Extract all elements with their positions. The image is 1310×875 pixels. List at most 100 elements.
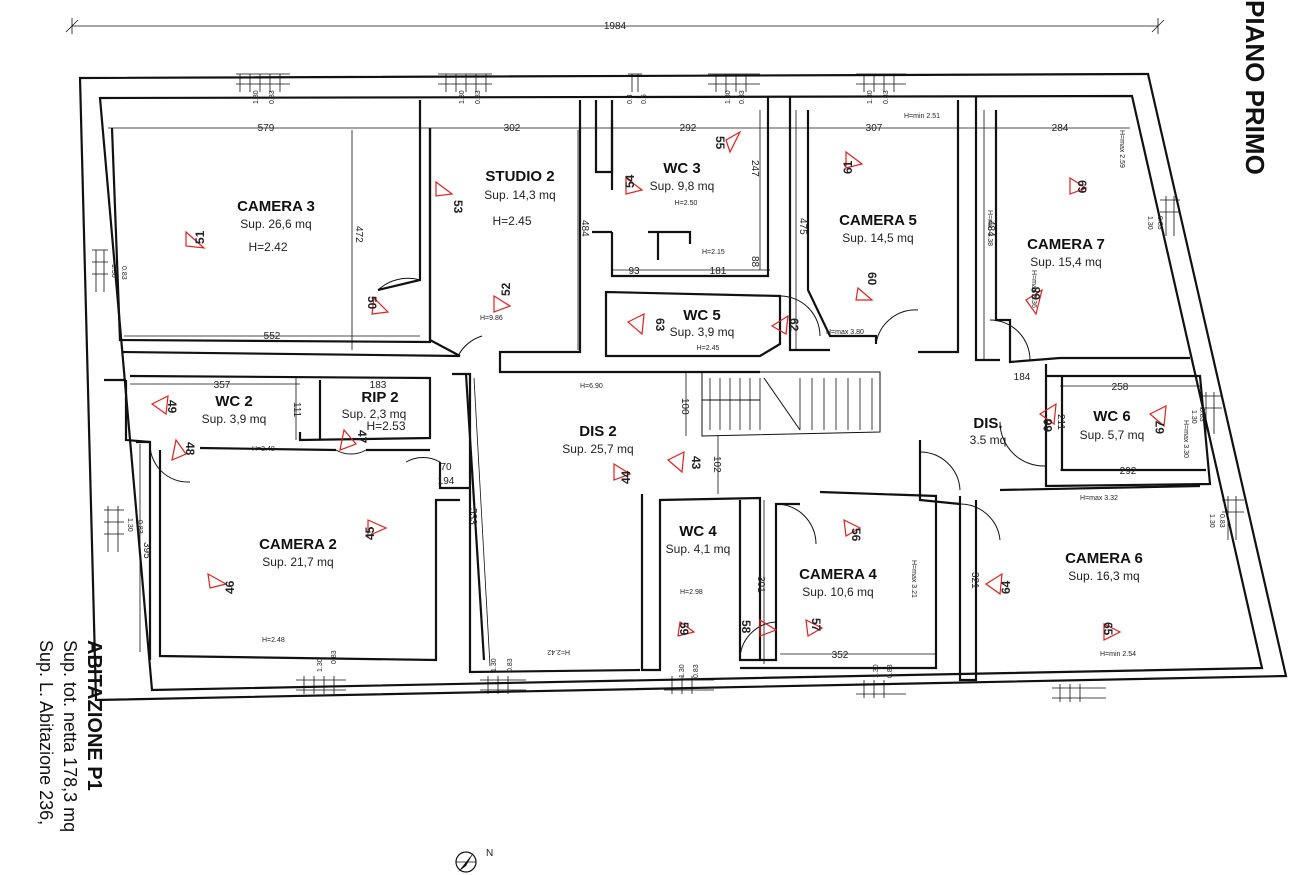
dwelling-gross-area: Sup. L. Abitazione 236, (36, 640, 56, 825)
photo-point-65: 65 (1101, 622, 1115, 636)
svg-text:102: 102 (711, 456, 722, 473)
dimension-values: 579 302 292 307 284 472 484 475 484 552 … (141, 123, 1137, 661)
svg-text:H=6.90: H=6.90 (580, 383, 603, 390)
svg-text:1.30: 1.30 (110, 264, 117, 278)
room-labels: CAMERA 3 Sup. 26,6 mq H=2.42 STUDIO 2 Su… (202, 160, 1145, 599)
room-camera-6: CAMERA 6 Sup. 16,3 mq (1065, 550, 1143, 583)
svg-text:H=2.53: H=2.53 (366, 419, 405, 433)
svg-text:552: 552 (264, 331, 281, 342)
svg-text:247: 247 (749, 160, 760, 177)
svg-text:88: 88 (749, 256, 760, 268)
photo-point-46: 46 (223, 580, 237, 594)
plan-title: PIANO PRIMO (1240, 0, 1270, 175)
svg-text:1.30: 1.30 (1146, 216, 1153, 230)
overall-dimension-label: 1984 (604, 21, 627, 32)
svg-text:Sup. 14,5 mq: Sup. 14,5 mq (842, 231, 913, 245)
photo-point-64: 64 (999, 580, 1013, 594)
svg-text:H=2.98: H=2.98 (680, 589, 703, 596)
svg-text:H=min 2.54: H=min 2.54 (1100, 651, 1136, 658)
room-wc-2: WC 2 Sup. 3,9 mq (202, 393, 267, 426)
svg-text:181: 181 (710, 266, 727, 277)
photo-point-57: 57 (809, 618, 823, 632)
svg-text:1.30: 1.30 (1190, 410, 1197, 424)
photo-point-50: 50 (365, 296, 379, 310)
svg-text:WC 3: WC 3 (663, 160, 701, 177)
svg-text:1.30: 1.30 (1208, 514, 1215, 528)
svg-text:352: 352 (832, 650, 849, 661)
svg-text:H=min 2.51: H=min 2.51 (904, 113, 940, 120)
svg-text:1.30: 1.30 (459, 90, 466, 104)
svg-text:WC 6: WC 6 (1093, 408, 1131, 425)
svg-text:321: 321 (969, 572, 980, 589)
dimension-lines (108, 110, 1200, 676)
svg-text:Sup. 15,4 mq: Sup. 15,4 mq (1030, 255, 1101, 269)
svg-text:0.83: 0.83 (269, 90, 276, 104)
svg-text:H=2.45: H=2.45 (697, 345, 720, 352)
svg-text:H=max 3.80: H=max 3.80 (826, 329, 864, 336)
svg-text:1.30: 1.30 (317, 658, 324, 672)
svg-text:533: 533 (467, 508, 478, 525)
room-dis: DIS. 3.5 mq (970, 415, 1007, 447)
svg-text:Sup. 14,3 mq: Sup. 14,3 mq (484, 188, 555, 202)
svg-text:1.30: 1.30 (126, 518, 133, 532)
svg-text:0.83: 0.83 (1218, 514, 1225, 528)
room-dis-2: DIS 2 Sup. 25,7 mq (562, 423, 633, 456)
room-wc-3: WC 3 Sup. 9,8 mq H=2.50 (650, 160, 715, 207)
svg-text:0.5: 0.5 (641, 94, 648, 104)
svg-text:184: 184 (1014, 372, 1031, 383)
svg-text:475: 475 (797, 218, 808, 235)
window-labels: 1.30 0.83 1.30 0.83 0.4 0.5 1.30 0.83 1.… (110, 90, 1225, 678)
svg-text:H=max 3.32: H=max 3.32 (1080, 495, 1118, 502)
svg-text:3.5 mq: 3.5 mq (970, 433, 1007, 447)
photo-point-68: 68 (1029, 286, 1043, 300)
svg-text:301: 301 (755, 576, 766, 593)
photo-point-63: 63 (653, 318, 667, 332)
svg-text:302: 302 (504, 123, 521, 134)
photo-point-54: 54 (623, 174, 637, 188)
svg-text:70: 70 (440, 462, 452, 473)
svg-text:0.83: 0.83 (475, 90, 482, 104)
svg-text:CAMERA 3: CAMERA 3 (237, 198, 315, 215)
svg-text:0.83: 0.83 (739, 90, 746, 104)
room-camera-4: CAMERA 4 Sup. 10,6 mq (799, 566, 877, 599)
svg-text:484: 484 (579, 220, 590, 237)
svg-text:292: 292 (1120, 466, 1137, 477)
svg-text:RIP 2: RIP 2 (361, 389, 398, 406)
svg-text:0.83: 0.83 (331, 650, 338, 664)
photo-point-60: 60 (865, 272, 879, 286)
svg-text:0.83: 0.83 (136, 520, 143, 534)
svg-text:194: 194 (438, 476, 455, 487)
svg-text:0.83: 0.83 (887, 664, 894, 678)
svg-text:CAMERA 5: CAMERA 5 (839, 212, 917, 229)
svg-text:579: 579 (258, 123, 275, 134)
room-studio-2: STUDIO 2 Sup. 14,3 mq H=2.45 (484, 168, 555, 228)
svg-text:Sup. 26,6 mq: Sup. 26,6 mq (240, 217, 311, 231)
svg-text:1.30: 1.30 (873, 664, 880, 678)
dwelling-name: ABITAZIONE P1 (83, 640, 105, 791)
svg-text:Sup. 3,9 mq: Sup. 3,9 mq (202, 412, 267, 426)
svg-text:1.30: 1.30 (867, 90, 874, 104)
photo-point-44: 44 (619, 470, 633, 484)
room-wc-5: WC 5 Sup. 3,9 mq H=2.45 (670, 307, 735, 352)
svg-text:Sup. 21,7 mq: Sup. 21,7 mq (262, 555, 333, 569)
svg-text:H=max 3.30: H=max 3.30 (1182, 420, 1189, 458)
svg-text:H=2.15: H=2.15 (702, 249, 725, 256)
svg-text:H=max 3.21: H=max 3.21 (910, 560, 917, 598)
svg-text:Sup. 25,7 mq: Sup. 25,7 mq (562, 442, 633, 456)
svg-text:DIS.: DIS. (973, 415, 1002, 432)
svg-text:H=max 3.36: H=max 3.36 (1030, 270, 1037, 308)
photo-point-62: 62 (787, 318, 801, 332)
photo-point-48: 48 (183, 442, 197, 456)
svg-text:Sup. 5,7 mq: Sup. 5,7 mq (1080, 428, 1145, 442)
svg-text:Sup. 16,3 mq: Sup. 16,3 mq (1068, 569, 1139, 583)
dwelling-info: ABITAZIONE P1 Sup. tot. netta 178,3 mq S… (36, 640, 105, 832)
svg-text:H=2.45: H=2.45 (492, 214, 531, 228)
svg-text:0.83: 0.83 (1156, 216, 1163, 230)
interior-walls (104, 96, 1212, 682)
dwelling-net-area: Sup. tot. netta 178,3 mq (60, 640, 80, 832)
photo-point-43: 43 (689, 456, 703, 470)
svg-text:0.83: 0.83 (883, 90, 890, 104)
svg-text:484: 484 (985, 220, 996, 237)
svg-text:1.30: 1.30 (253, 90, 260, 104)
